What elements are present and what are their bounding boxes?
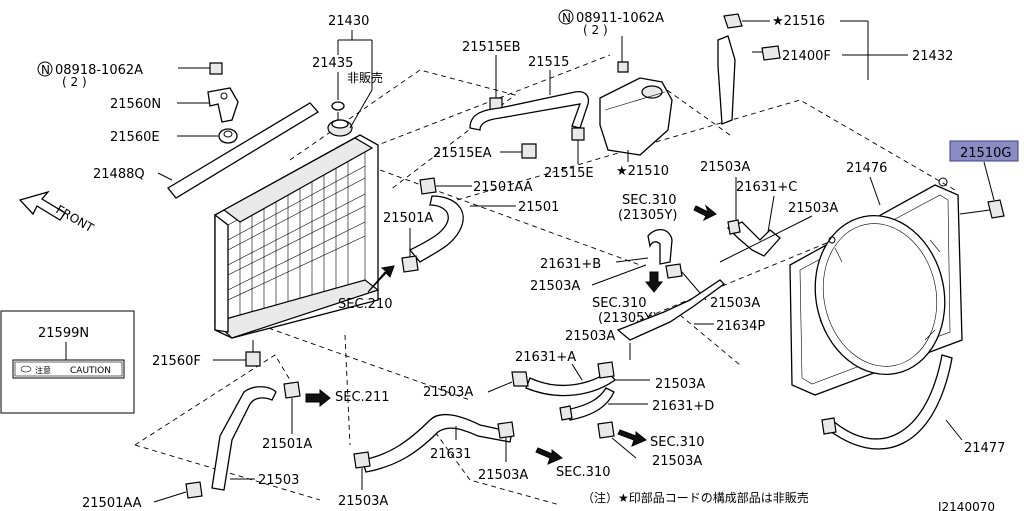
- label-08918-qty: ( 2 ): [62, 75, 87, 89]
- label-21477: 21477: [964, 441, 1005, 456]
- label-21503A-10: 21503A: [338, 494, 388, 509]
- label-21503A-1: 21503A: [700, 160, 750, 175]
- label-21515E: 21515E: [544, 166, 594, 181]
- overflow-hose-21432: ★21516 21400F 21432: [717, 13, 953, 125]
- hose-21631-b: 21631+B 21503A 21503A: [530, 229, 760, 311]
- label-sec310-b: SEC.310: [592, 296, 647, 311]
- sec210-ref: SEC.210: [338, 265, 395, 312]
- label-21516: ★21516: [772, 14, 825, 29]
- lower-hose-21503: SEC.211 21501A 21503 21501AA: [82, 381, 390, 511]
- label-21501AA-top: 21501AA: [473, 180, 533, 195]
- label-sec310-a: SEC.310: [622, 193, 677, 208]
- label-21510: ★21510: [616, 164, 669, 179]
- label-sec310-d: SEC.310: [556, 465, 611, 480]
- seal-21488Q: 21488Q: [93, 102, 320, 199]
- bushing-21560E: 21560E: [110, 128, 238, 145]
- label-21631D: 21631+D: [652, 399, 714, 414]
- label-21515: 21515: [528, 55, 569, 70]
- assembly-outlines: [134, 54, 957, 506]
- label-sec210: SEC.210: [338, 297, 393, 312]
- label-21515EB: 21515EB: [462, 40, 521, 55]
- label-sec211: SEC.211: [335, 390, 390, 405]
- label-21400F: 21400F: [782, 49, 831, 64]
- label-21503A-6: 21503A: [655, 377, 705, 392]
- upper-hose-21501: 21501AA 21501 21501A: [383, 177, 559, 273]
- label-21503A-5: 21503A: [565, 329, 615, 344]
- sec310-ref-a: SEC.310 (21305Y): [618, 193, 717, 223]
- bolt-21510G: 21510G: [949, 140, 1019, 219]
- label-21599N: 21599N: [38, 326, 89, 341]
- label-21503A-9: 21503A: [478, 468, 528, 483]
- label-21631C: 21631+C: [736, 180, 797, 195]
- hose-21631-d: 21631+D SEC.310 21503A: [559, 387, 714, 469]
- label-21515EA: 21515EA: [433, 146, 492, 161]
- label-21631A: 21631+A: [515, 350, 576, 365]
- label-21634P: 21634P: [716, 319, 765, 334]
- n-mark-1: N: [41, 63, 50, 77]
- label-21501AA-bot: 21501AA: [82, 496, 142, 511]
- pipe-21634P: 21634P 21503A: [565, 279, 765, 360]
- label-21560E: 21560E: [110, 130, 160, 145]
- label-21560N: 21560N: [110, 97, 161, 112]
- reservoir-tank-21510: N 08911-1062A ( 2 ) ★21510: [558, 9, 673, 179]
- label-21560F: 21560F: [152, 354, 201, 369]
- n-mark-2: N: [562, 11, 571, 25]
- front-arrow: FRONT: [18, 190, 97, 235]
- label-21503: 21503: [258, 473, 299, 488]
- caution-text: CAUTION: [70, 366, 111, 376]
- label-not-sold: 非販売: [347, 70, 383, 85]
- bolt-08918: N 08918-1062A ( 2 ): [37, 61, 223, 89]
- label-21432: 21432: [912, 49, 953, 64]
- drawing-number: J2140070: [937, 500, 995, 511]
- label-21501A-bot: 21501A: [262, 437, 312, 452]
- label-08911-qty: ( 2 ): [583, 23, 608, 37]
- hose-21631-a: 21631+A 21503A 21503A: [423, 350, 705, 400]
- label-08918: 08918-1062A: [55, 63, 143, 78]
- hose-21631-c: 21503A 21631+C: [700, 160, 797, 257]
- footnote: （注）★印部品コードの構成部品は非販売: [582, 490, 809, 505]
- label-08911: 08911-1062A: [576, 11, 664, 26]
- caution-label-21599N: 21599N 注意 CAUTION: [0, 310, 135, 414]
- reservoir-hose-21515: 21515EB 21515 21515EA 21515E: [433, 40, 594, 181]
- label-21435: 21435: [312, 56, 353, 71]
- label-21503A-8: 21503A: [652, 454, 702, 469]
- label-21503A-7: 21503A: [423, 385, 473, 400]
- fan-shroud-21476: 21476 21503A: [719, 161, 963, 396]
- shroud-lower-21477: 21477: [821, 354, 1005, 456]
- label-21510G: 21510G: [960, 146, 1011, 161]
- label-21631: 21631: [430, 447, 471, 462]
- label-21488Q: 21488Q: [93, 167, 145, 182]
- label-21631B: 21631+B: [540, 257, 601, 272]
- hose-21631: 21503A 21631 21503A SEC.310: [338, 413, 611, 509]
- drain-cock-21560F: 21560F: [152, 340, 261, 369]
- label-21503A-2: 21503A: [788, 201, 838, 216]
- radiator-cap-21430: 21430 21435 非販売: [312, 14, 383, 137]
- caution-jp-text: 注意: [35, 365, 51, 375]
- label-sec310-c: SEC.310: [650, 435, 705, 450]
- highlight-21510G: [949, 140, 1019, 162]
- label-21476: 21476: [846, 161, 887, 176]
- label-21503A-3: 21503A: [530, 279, 580, 294]
- label-sec310-a-sub: (21305Y): [618, 208, 677, 223]
- label-21430: 21430: [328, 14, 369, 29]
- label-21501A-top: 21501A: [383, 211, 433, 226]
- label-21503A-4: 21503A: [710, 296, 760, 311]
- radiator: [213, 134, 380, 339]
- bracket-21560N: 21560N: [110, 87, 239, 123]
- label-21501: 21501: [518, 200, 559, 215]
